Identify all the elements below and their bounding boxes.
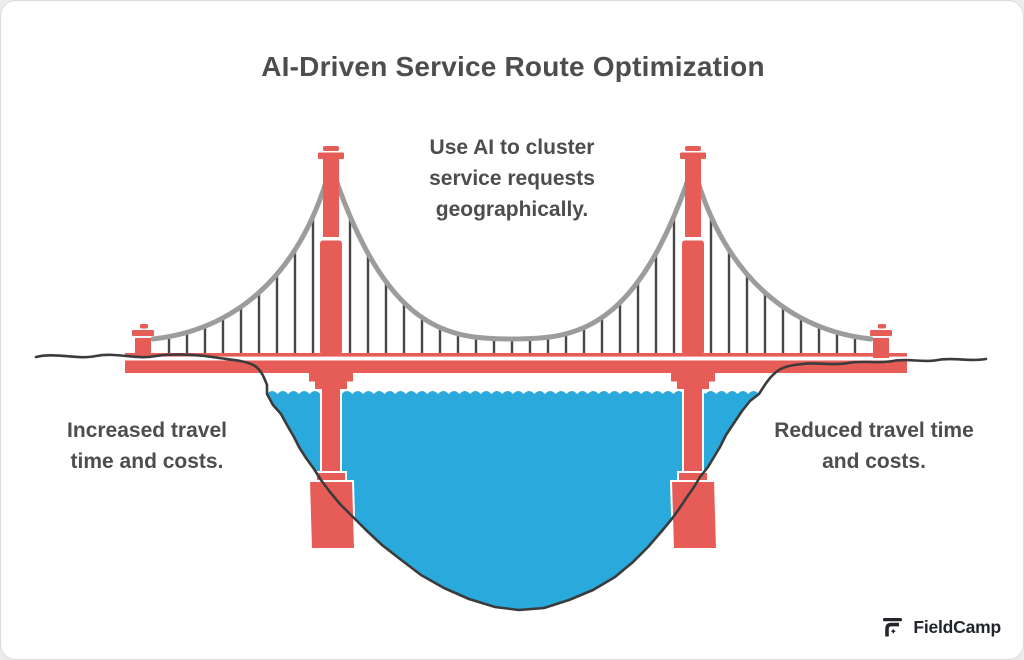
brand-logo: FieldCamp [881,615,1001,639]
center-annotation: Use AI to cluster service requests geogr… [382,132,642,225]
bridge-deck [125,353,907,373]
left-anchor-post [132,324,154,358]
right-annotation: Reduced travel time and costs. [754,415,994,477]
page-title: AI-Driven Service Route Optimization [261,51,765,82]
left-annotation-line: Increased travel [67,419,227,442]
center-annotation-line: service requests [429,167,595,190]
ground-line [34,353,988,612]
center-annotation-line: geographically. [435,198,589,221]
left-annotation-line: time and costs. [70,450,224,473]
right-tower [680,146,706,355]
tower-deck-caps [309,373,715,389]
right-annotation-line: and costs. [822,450,926,473]
suspender-cables [167,217,857,354]
main-cables [150,162,874,342]
center-annotation-line: Use AI to cluster [429,136,595,159]
water [266,391,759,610]
right-anchor-post [870,324,892,358]
right-annotation-line: Reduced travel time [774,419,974,442]
fieldcamp-f-icon [883,618,903,637]
left-annotation: Increased travel time and costs. [32,415,262,477]
left-pier [307,386,357,550]
brand-name: FieldCamp [913,616,1001,637]
left-tower [318,146,344,355]
